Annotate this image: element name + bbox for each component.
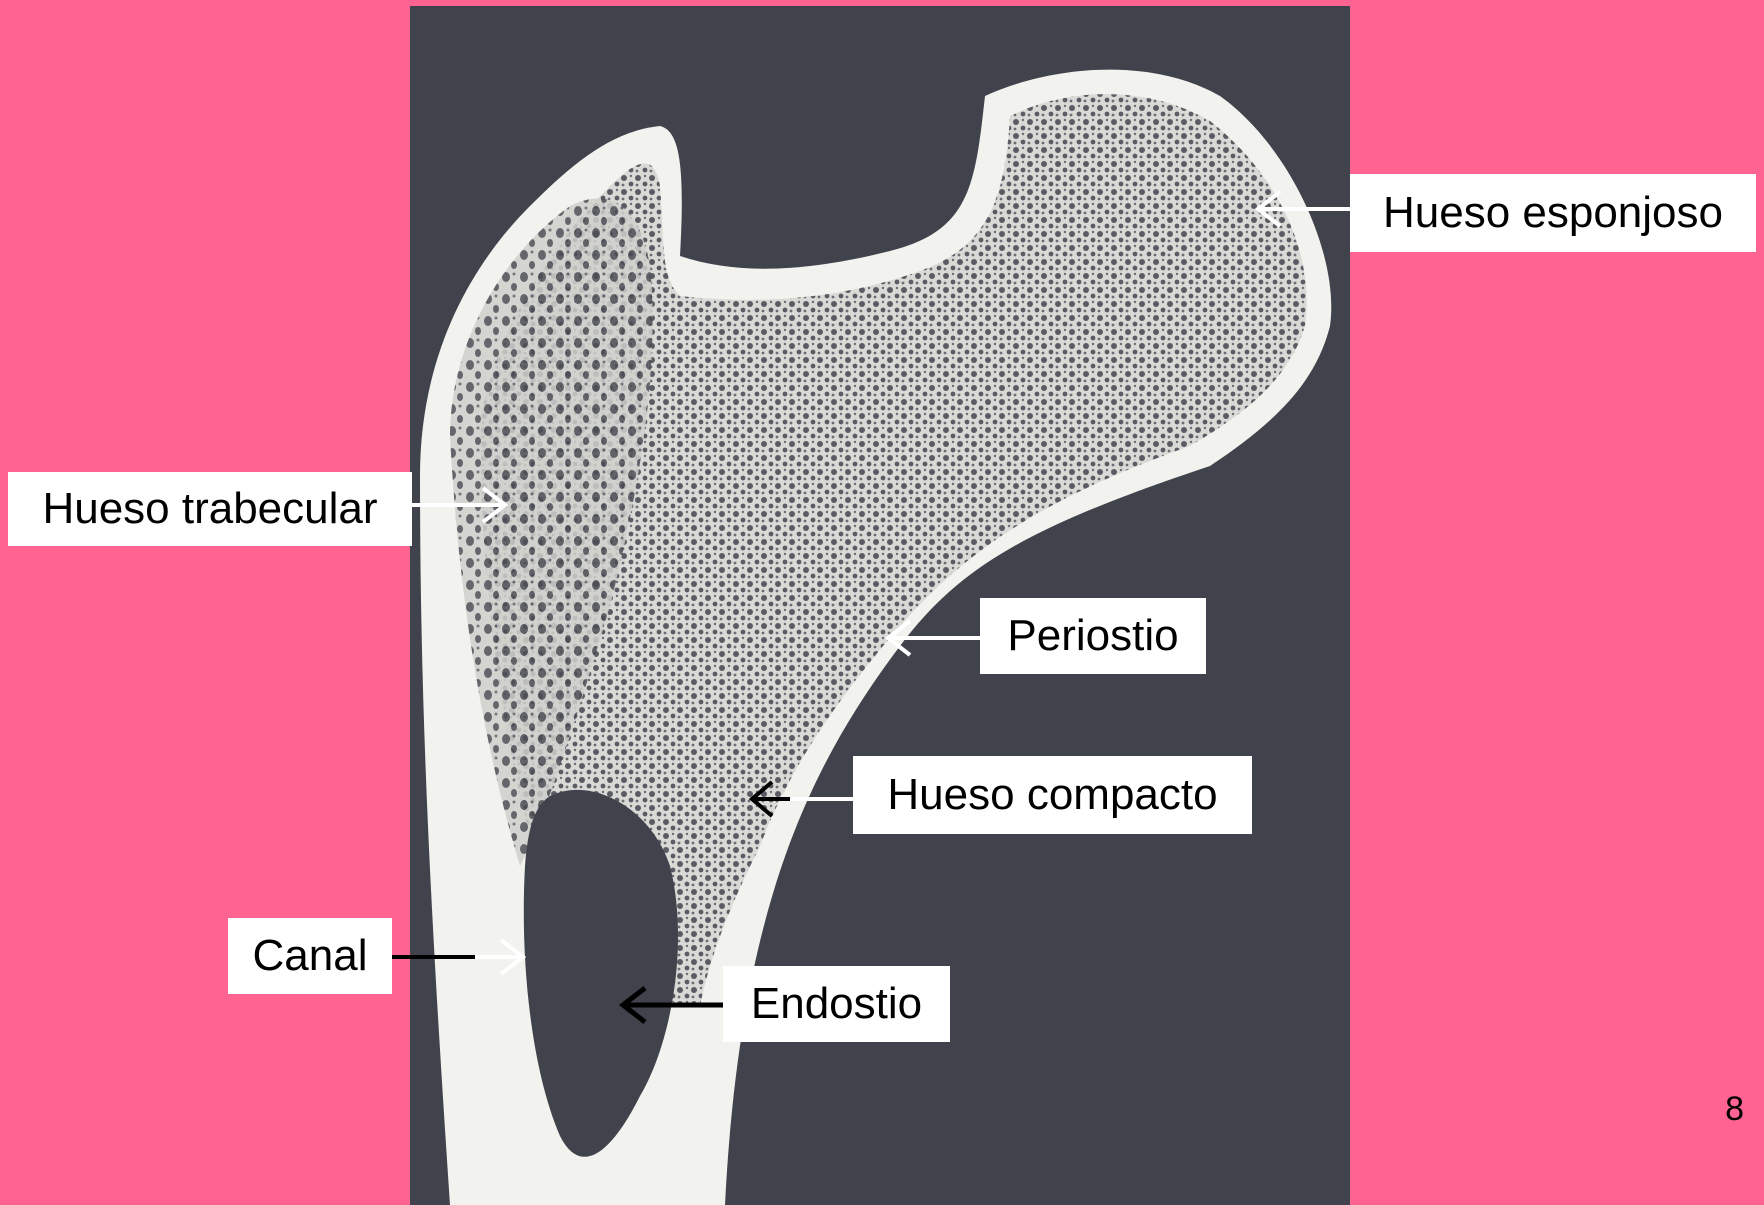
label-hueso-esponjoso: Hueso esponjoso (1350, 174, 1756, 252)
label-hueso-trabecular: Hueso trabecular (8, 472, 412, 546)
label-canal: Canal (228, 918, 392, 994)
label-periostio: Periostio (980, 598, 1206, 674)
label-hueso-compacto: Hueso compacto (853, 756, 1252, 834)
label-endostio: Endostio (723, 966, 950, 1042)
page-number: 8 (1725, 1090, 1744, 1129)
